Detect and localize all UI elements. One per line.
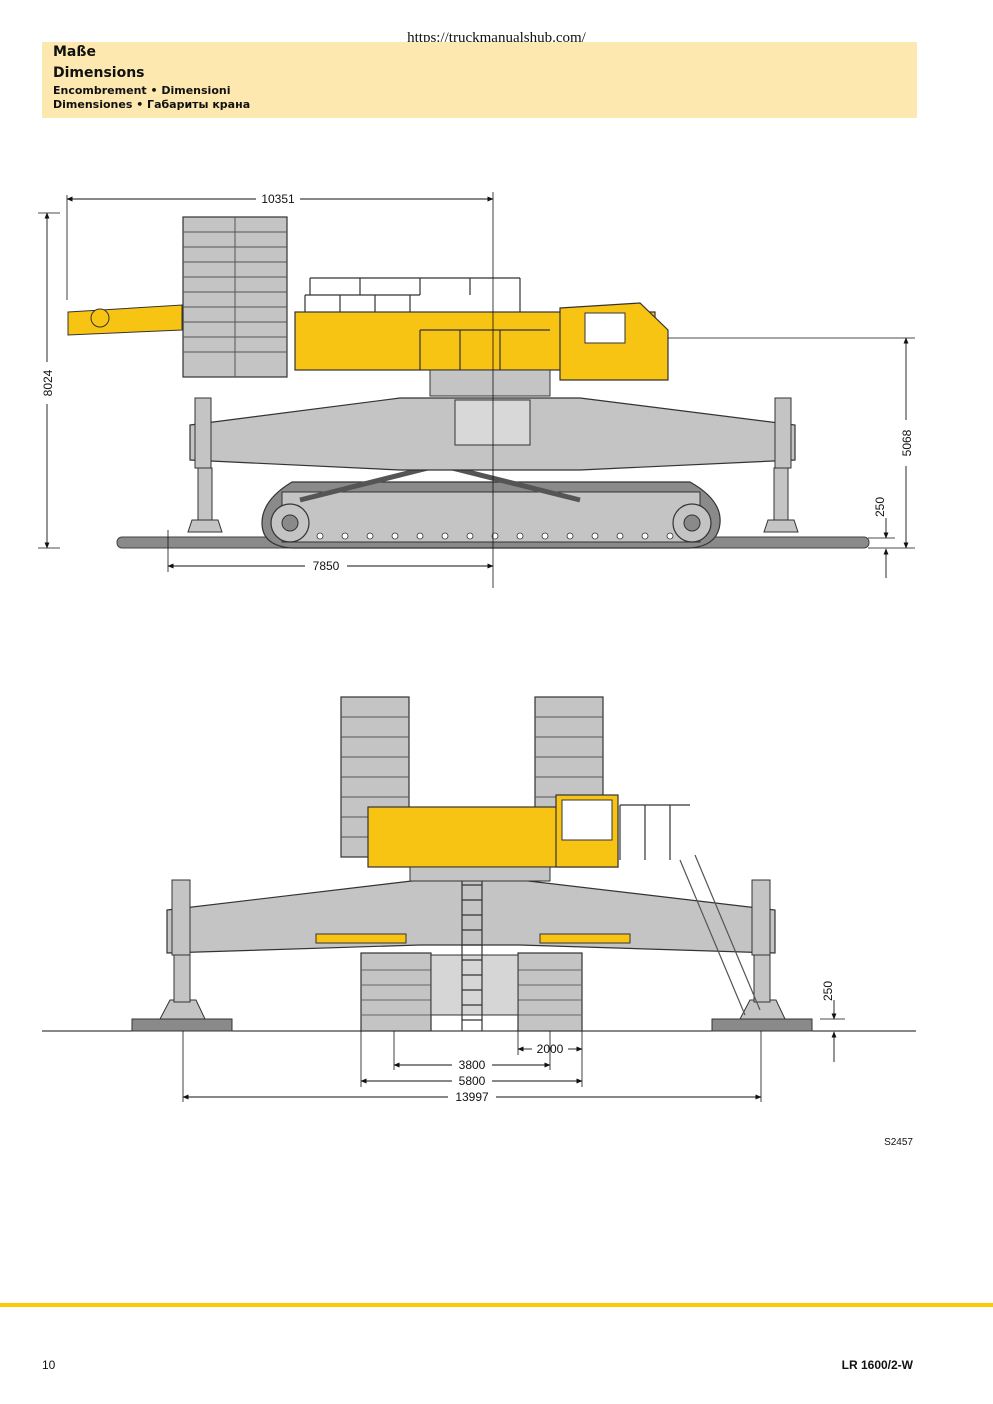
dim-ground-clearance-side: 250: [873, 497, 887, 517]
dim-outrigger-span: 13997: [455, 1090, 489, 1104]
dim-crawler-width: 5800: [459, 1074, 486, 1088]
dim-total-height: 8024: [41, 369, 55, 396]
header-band: Maße Dimensions Encombrement • Dimension…: [42, 42, 917, 118]
dim-total-length: 10351: [261, 192, 295, 206]
jib-arm: [67, 304, 183, 336]
page-number: 10: [42, 1358, 56, 1372]
crawler-frame: [281, 491, 701, 543]
title-spanish-russian: Dimensiones • Габариты крана: [53, 98, 251, 111]
front-view-crane: [42, 696, 916, 1032]
outrigger-cylinder-left: [315, 933, 407, 944]
crawler-right-front: [517, 952, 583, 1032]
outrigger-leg-right-front: [753, 954, 771, 1003]
side-view-crane: [67, 216, 870, 549]
ground-mat-left: [131, 1018, 233, 1032]
model-name: LR 1600/2-W: [841, 1358, 913, 1372]
outrigger-leg-right: [773, 467, 789, 521]
side-view-dimensions: 10351 8024 7850 5068 250: [38, 192, 915, 588]
front-view-dimensions: 250 2000 3800 5800 13997: [182, 981, 845, 1104]
dim-height-to-top: 5068: [900, 429, 914, 456]
counterweight-stack: [182, 216, 288, 378]
ground-mat-right: [711, 1018, 813, 1032]
title-english: Dimensions: [53, 65, 145, 81]
crawler-left-front: [360, 952, 432, 1032]
carbody-center: [454, 399, 531, 446]
slewing-ring: [429, 369, 551, 397]
superstructure: [294, 277, 669, 397]
access-ladder: [461, 872, 483, 1031]
outrigger-beams-front: [166, 879, 776, 954]
title-german: Maße: [53, 44, 96, 60]
dim-tail-length: 7850: [313, 559, 340, 573]
dim-track-width: 2000: [537, 1042, 564, 1056]
dim-ground-clearance-front: 250: [821, 981, 835, 1001]
outrigger-leg-left: [197, 467, 213, 521]
outrigger-leg-left-front: [173, 954, 191, 1003]
track-rollers: [316, 532, 674, 540]
outrigger-cylinder-right: [539, 933, 631, 944]
title-french-italian: Encombrement • Dimensioni: [53, 84, 231, 97]
drawing-code: S2457: [884, 1137, 913, 1148]
footer-accent-line: [0, 1303, 993, 1307]
access-stairs: [679, 854, 761, 1016]
dim-track-gauge: 3800: [459, 1058, 486, 1072]
carbody-front: [430, 954, 519, 1016]
